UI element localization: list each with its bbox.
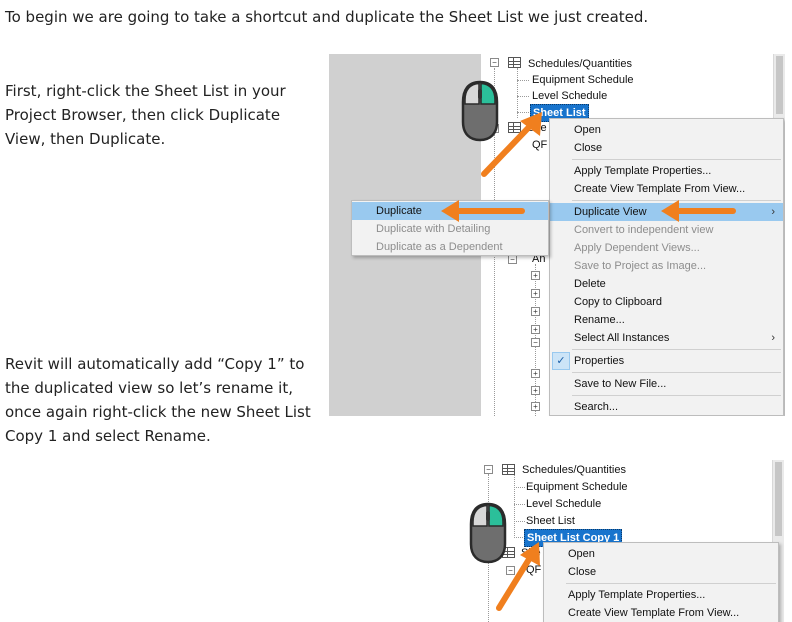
- collapse-icon[interactable]: −: [531, 338, 540, 347]
- scrollbar-thumb[interactable]: [776, 56, 783, 114]
- collapse-icon[interactable]: −: [484, 465, 493, 474]
- check-icon: ✓: [552, 352, 570, 370]
- step2-paragraph: Revit will automatically add “Copy 1” to…: [5, 355, 311, 445]
- tree-item-level-schedule[interactable]: Level Schedule: [532, 90, 608, 102]
- tree-item-sheet-list[interactable]: Sheet List: [526, 515, 575, 527]
- expand-icon[interactable]: +: [531, 386, 540, 395]
- menu-separator: [572, 349, 781, 350]
- tree-line: [514, 487, 525, 488]
- mouse-right-click-icon: [461, 80, 499, 142]
- tree-item-partial-an[interactable]: An: [532, 253, 546, 265]
- annotation-arrows: [441, 112, 736, 222]
- submenu-arrow-icon: ›: [771, 206, 775, 218]
- tree-line: [514, 521, 525, 522]
- tree-item-schedules[interactable]: Schedules/Quantities: [522, 464, 626, 476]
- menu-item-open[interactable]: Open: [568, 548, 595, 560]
- tree-line: [517, 80, 529, 81]
- tree-item-schedules[interactable]: Schedules/Quantities: [528, 58, 632, 70]
- tree-line: [517, 96, 529, 97]
- expand-icon[interactable]: +: [531, 402, 540, 411]
- submenu-item-as-dependent[interactable]: Duplicate as a Dependent: [376, 241, 503, 253]
- expand-icon[interactable]: +: [531, 307, 540, 316]
- collapse-icon[interactable]: −: [506, 566, 515, 575]
- menu-separator: [572, 372, 781, 373]
- menu-item-save-image[interactable]: Save to Project as Image...: [574, 260, 707, 272]
- menu-item-rename[interactable]: Rename...: [574, 314, 625, 326]
- orange-pointer-arrow-icon: [661, 200, 736, 222]
- menu-item-create-template[interactable]: Create View Template From View...: [568, 607, 740, 619]
- tree-line: [514, 474, 515, 538]
- orange-pointer-arrow-icon: [496, 542, 540, 611]
- menu-item-properties-label: Properties: [574, 355, 625, 367]
- submenu-arrow-icon: ›: [771, 332, 775, 344]
- intro-paragraph: To begin we are going to take a shortcut…: [5, 8, 649, 26]
- expand-icon[interactable]: +: [531, 369, 540, 378]
- menu-item-select-all[interactable]: Select All Instances ›: [550, 329, 783, 347]
- menu-item-close[interactable]: Close: [574, 142, 603, 154]
- menu-item-properties[interactable]: ✓ Properties: [550, 352, 783, 370]
- schedule-table-icon: [508, 122, 521, 133]
- menu-item-create-template[interactable]: Create View Template From View...: [574, 183, 746, 195]
- scrollbar-thumb[interactable]: [775, 462, 782, 536]
- menu-separator: [572, 395, 781, 396]
- expand-icon[interactable]: +: [531, 325, 540, 334]
- annotation-arrows: [496, 542, 540, 611]
- tree-item-partial-qf[interactable]: QF: [526, 564, 542, 576]
- tree-line: [514, 504, 525, 505]
- menu-item-save-new-file[interactable]: Save to New File...: [574, 378, 667, 390]
- schedule-table-icon: [508, 57, 521, 68]
- context-menu: Open Close Apply Template Properties... …: [549, 118, 784, 416]
- menu-item-apply-template[interactable]: Apply Template Properties...: [574, 165, 712, 177]
- submenu-item-with-detailing[interactable]: Duplicate with Detailing: [376, 223, 491, 235]
- menu-item-delete[interactable]: Delete: [574, 278, 606, 290]
- menu-separator: [572, 200, 781, 201]
- tree-item-equipment-schedule[interactable]: Equipment Schedule: [532, 74, 634, 86]
- menu-item-search[interactable]: Search...: [574, 401, 619, 413]
- tree-item-level-schedule[interactable]: Level Schedule: [526, 498, 602, 510]
- step1-paragraph: First, right-click the Sheet List in you…: [5, 82, 286, 148]
- menu-item-close[interactable]: Close: [568, 566, 597, 578]
- orange-pointer-arrow-icon: [441, 200, 525, 222]
- menu-item-convert-independent[interactable]: Convert to independent view: [574, 224, 714, 236]
- tree-line: [517, 112, 529, 113]
- schedule-table-icon: [502, 464, 515, 475]
- screenshot-duplicate-view: − Schedules/Quantities Equipment Schedul…: [329, 54, 785, 416]
- tree-item-partial-qf[interactable]: QF: [532, 139, 548, 151]
- orange-pointer-arrow-icon: [481, 112, 542, 177]
- context-menu: Open Close Apply Template Properties... …: [543, 542, 779, 622]
- menu-item-open[interactable]: Open: [574, 124, 601, 136]
- tree-item-equipment-schedule[interactable]: Equipment Schedule: [526, 481, 628, 493]
- menu-item-apply-template[interactable]: Apply Template Properties...: [568, 589, 706, 601]
- menu-separator: [572, 159, 781, 160]
- expand-icon[interactable]: +: [531, 289, 540, 298]
- expand-icon[interactable]: +: [531, 271, 540, 280]
- menu-item-select-all-label: Select All Instances: [574, 332, 670, 344]
- tree-line: [517, 68, 518, 118]
- screenshot-rename-view: − Schedules/Quantities Equipment Schedul…: [469, 460, 785, 622]
- menu-item-apply-dependent[interactable]: Apply Dependent Views...: [574, 242, 700, 254]
- tree-line: [514, 537, 525, 538]
- menu-item-copy-clipboard[interactable]: Copy to Clipboard: [574, 296, 663, 308]
- mouse-right-click-icon: [469, 502, 507, 564]
- collapse-icon[interactable]: −: [490, 58, 499, 67]
- menu-item-duplicate-view-label: Duplicate View: [574, 206, 647, 218]
- menu-separator: [566, 583, 776, 584]
